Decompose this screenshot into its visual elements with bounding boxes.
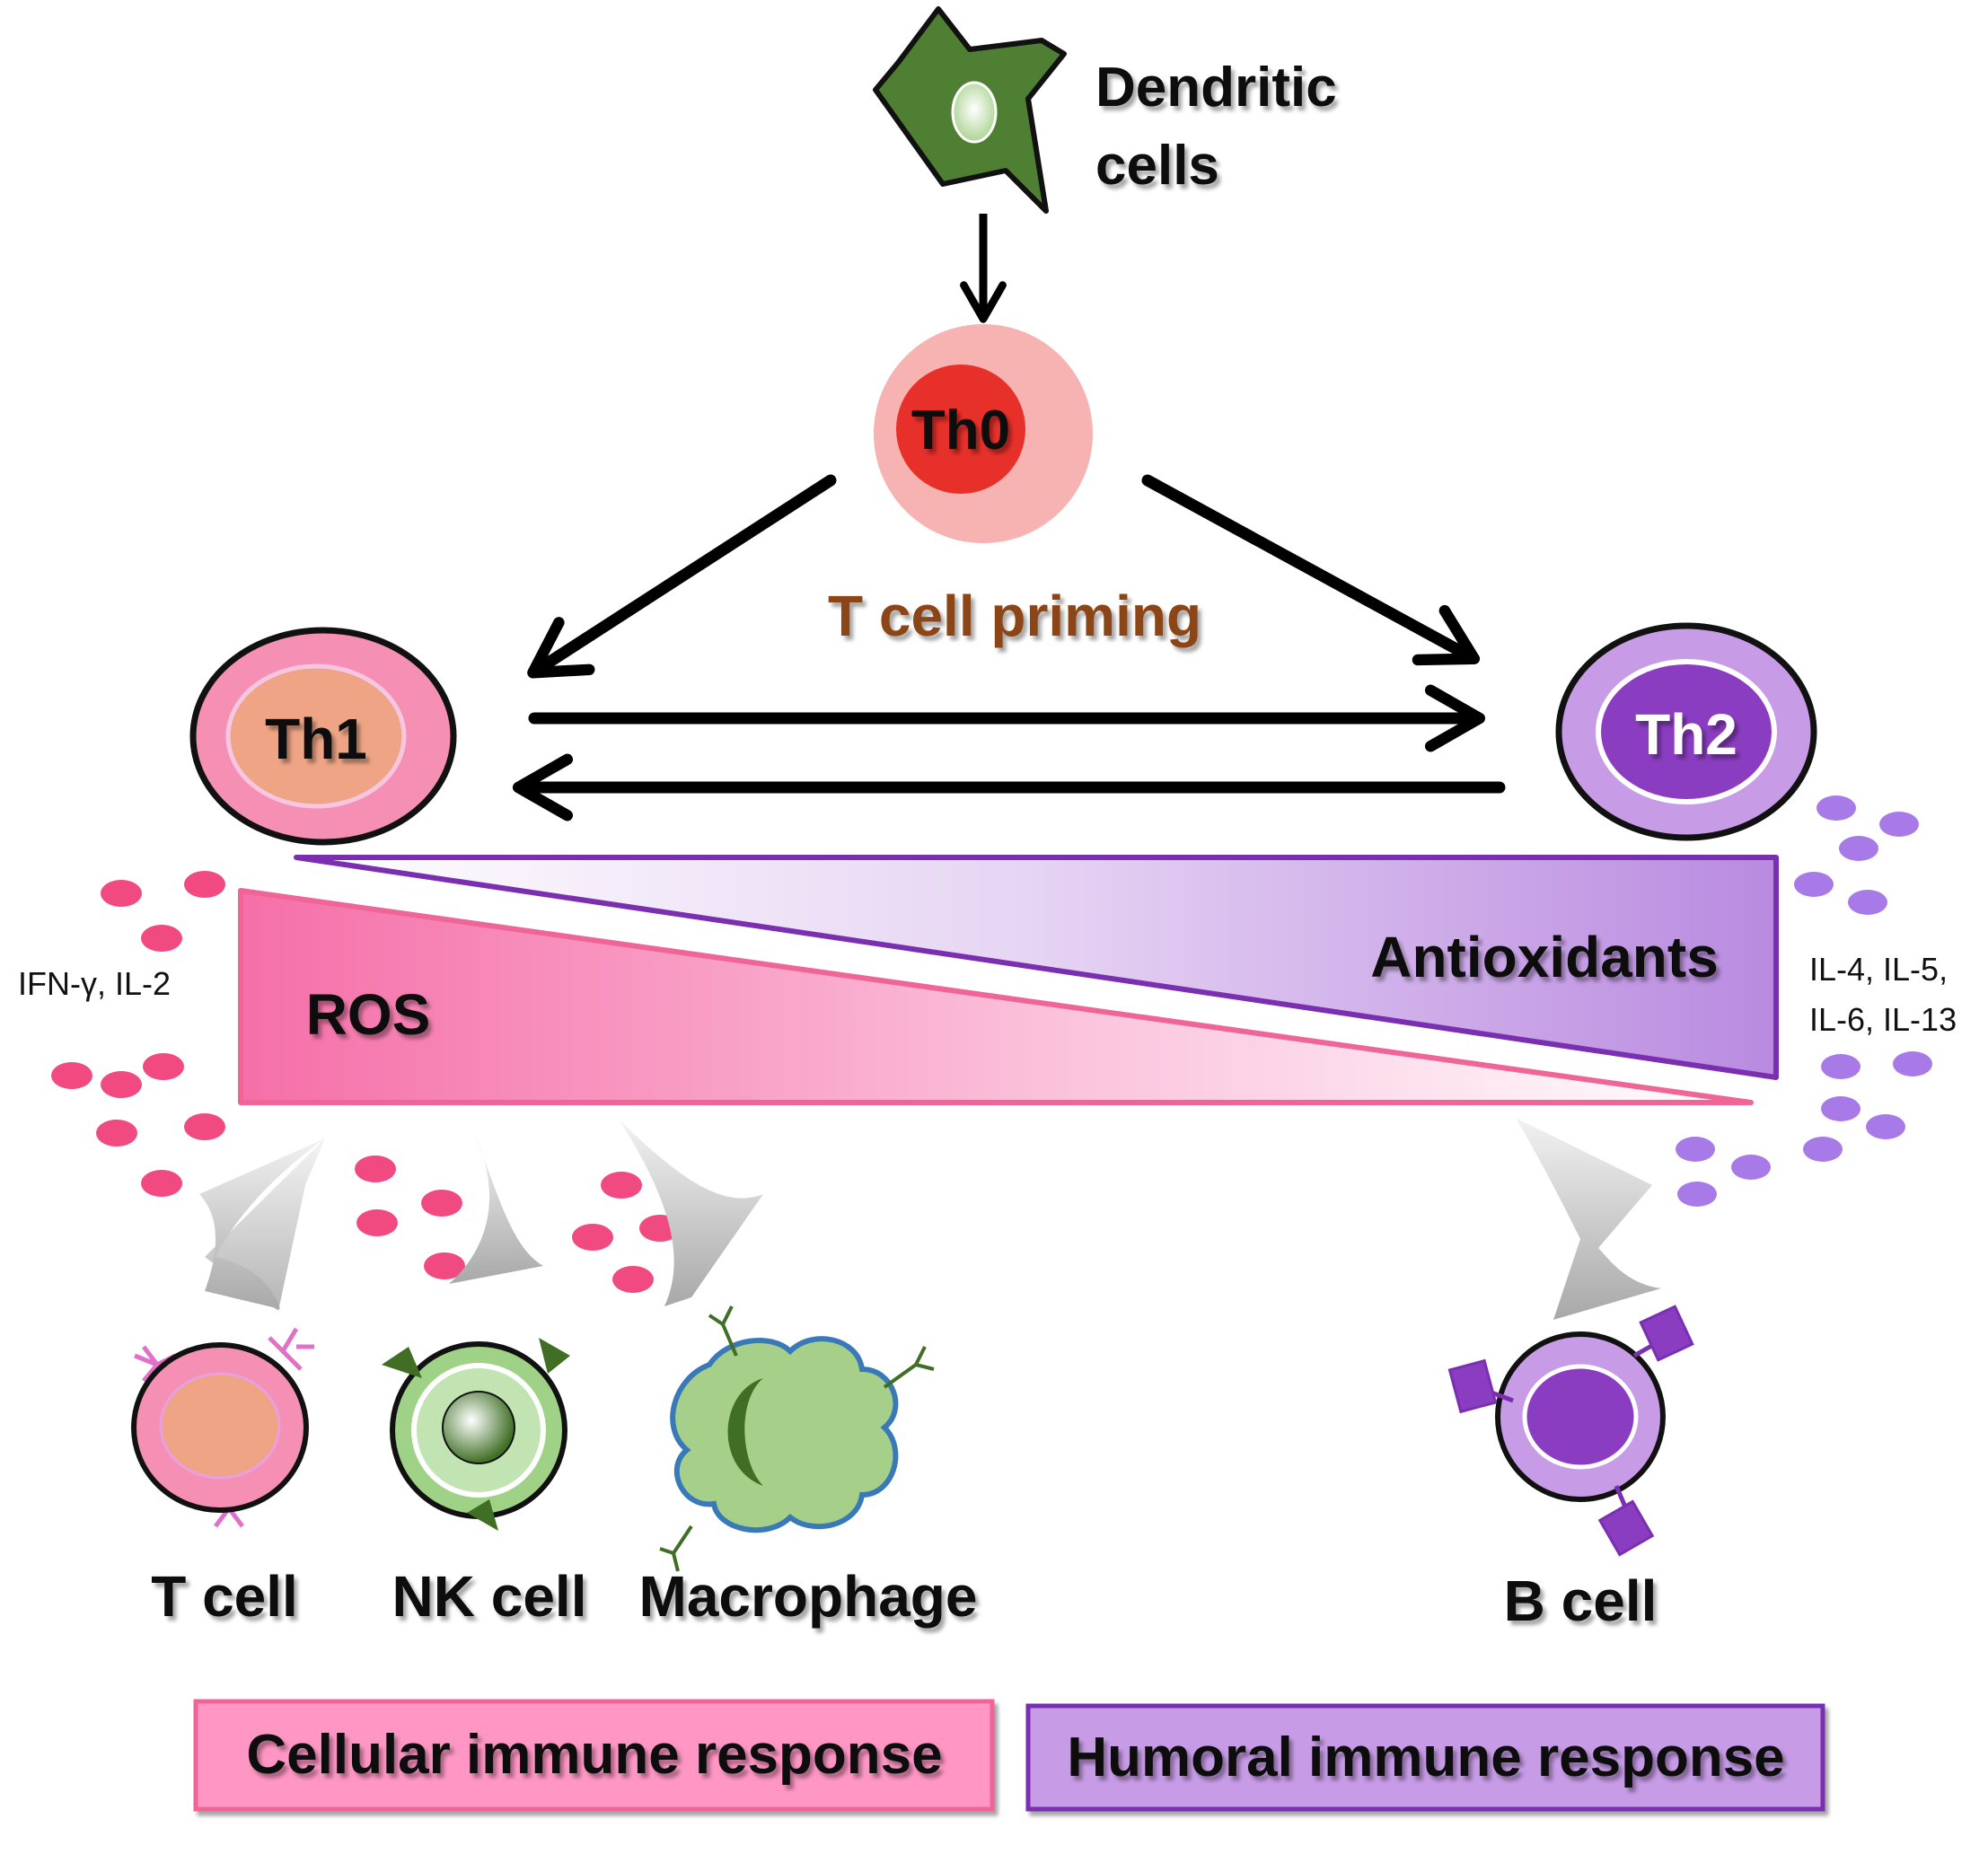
nk-receptor bbox=[467, 1499, 498, 1531]
macrophage bbox=[659, 1305, 935, 1572]
th1-label: Th1 bbox=[265, 707, 367, 771]
antioxidants-label: Antioxidants bbox=[1370, 925, 1719, 989]
humoral-response-box bbox=[1025, 1703, 1825, 1812]
ros-label: ROS bbox=[306, 982, 431, 1047]
th2-cytokine-dots bbox=[1676, 795, 1932, 1207]
macrophage-nucleus bbox=[727, 1378, 763, 1486]
b-cell-label: B cell bbox=[1504, 1568, 1658, 1633]
humoral-response-label: Humoral immune response bbox=[1067, 1727, 1784, 1788]
th1-cell bbox=[189, 627, 457, 846]
nk-cell bbox=[382, 1338, 570, 1531]
b-cell bbox=[1447, 1305, 1694, 1557]
gray-arrow-to-macrophage bbox=[620, 1120, 763, 1306]
ros-gradient bbox=[238, 888, 1754, 1105]
dendritic-cell bbox=[873, 6, 1067, 214]
t-cell bbox=[131, 1327, 314, 1528]
dendritic-label-line1: Dendritic bbox=[1095, 57, 1337, 119]
nk-cell-label: NK cell bbox=[392, 1564, 587, 1629]
th2-cytokines-label-line2: IL-6, IL-13 bbox=[1809, 1001, 1957, 1038]
th1-cytokines-label: IFN-γ, IL-2 bbox=[18, 965, 171, 1002]
macrophage-label: Macrophage bbox=[639, 1564, 978, 1629]
th0-label: Th0 bbox=[911, 400, 1010, 461]
dendritic-nucleus bbox=[951, 81, 998, 144]
gray-arrow-to-t-cell-body bbox=[205, 1138, 325, 1311]
th2-label: Th2 bbox=[1635, 702, 1737, 767]
th2-cytokines-label-line1: IL-4, IL-5, bbox=[1809, 951, 1948, 988]
macrophage-receptors bbox=[659, 1305, 935, 1572]
th2-cell bbox=[1555, 622, 1817, 841]
th0-cell bbox=[874, 324, 1093, 543]
arrow-th0-to-th2 bbox=[1141, 474, 1481, 666]
dendritic-label-line2: cells bbox=[1095, 135, 1219, 197]
antioxidants-gradient bbox=[294, 855, 1779, 1080]
nk-receptor bbox=[539, 1338, 570, 1374]
cellular-response-label: Cellular immune response bbox=[246, 1724, 942, 1786]
b-cell-receptors bbox=[1447, 1305, 1694, 1557]
t-cell-receptors bbox=[134, 1327, 314, 1528]
t-cell-priming-label: T cell priming bbox=[828, 584, 1201, 648]
th1-cytokine-dots bbox=[51, 871, 681, 1293]
gray-arrow-to-nk-cell bbox=[449, 1133, 543, 1284]
t-cell-label: T cell bbox=[151, 1564, 298, 1629]
arrow-th0-to-th1 bbox=[527, 474, 837, 679]
nk-receptor bbox=[382, 1347, 422, 1378]
gray-arrow-to-b-cell bbox=[1516, 1118, 1661, 1320]
cellular-response-box bbox=[193, 1699, 995, 1812]
